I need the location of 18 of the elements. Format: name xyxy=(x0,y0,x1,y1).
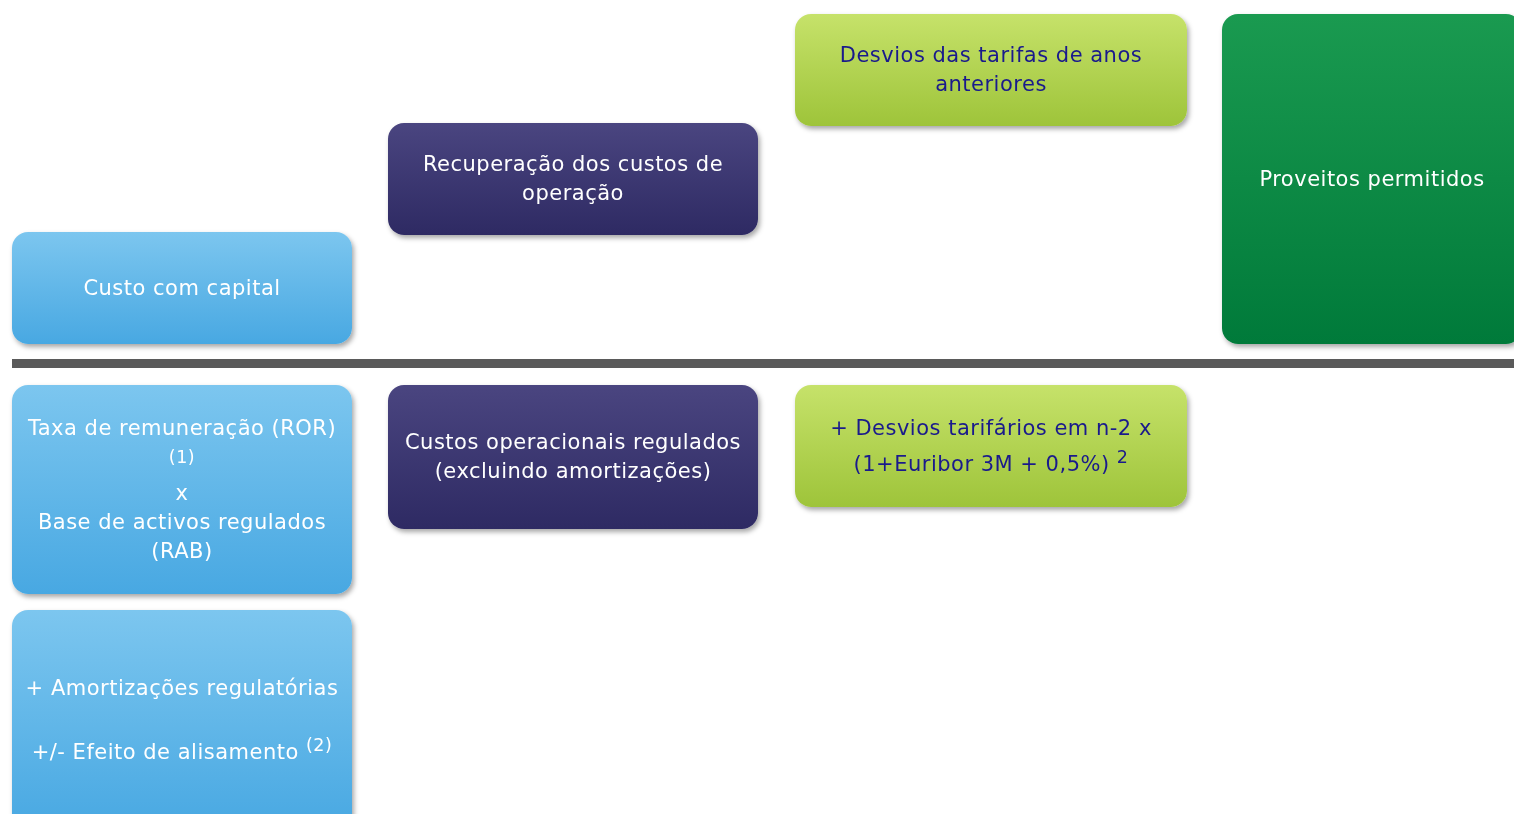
box-text: + Desvios tarifários em n-2 x (1+Euribor 3M + 0,5%) $^{2}$ xyxy=(829,414,1153,478)
result-box xyxy=(1222,14,1514,344)
formula-box xyxy=(12,385,352,594)
process-box xyxy=(795,14,1187,126)
box-text: Custo com capital xyxy=(83,274,281,302)
box-text: +/- Efeito de alisamento $^{(2)}$ xyxy=(31,733,333,766)
formula-box xyxy=(795,385,1187,507)
process-box xyxy=(12,232,352,344)
box-text: x xyxy=(175,479,189,507)
box-text: Recuperação dos custos de operação xyxy=(421,151,725,207)
box-text: Desvios das tarifas de anos anteriores xyxy=(838,42,1144,98)
box-text: Base de activos regulados (RAB) xyxy=(36,508,328,565)
formula-box xyxy=(12,610,352,814)
box-text: + Amortizações regulatórias xyxy=(25,674,339,702)
formula-box xyxy=(388,385,758,529)
box-text: Custos operacionais regulados (excluindo amortizações) xyxy=(403,429,743,485)
process-box xyxy=(388,123,758,235)
box-text: Proveitos permitidos xyxy=(1259,165,1485,193)
